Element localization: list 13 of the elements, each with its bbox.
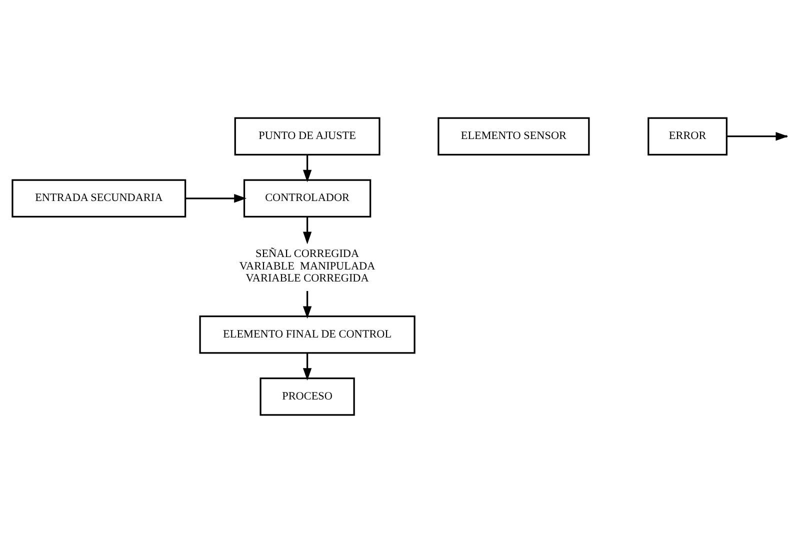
node-box: PROCESO xyxy=(260,378,355,416)
arrow xyxy=(302,353,312,381)
node-box: ERROR xyxy=(648,117,728,156)
arrow xyxy=(186,194,247,203)
node-box: CONTROLADOR xyxy=(243,179,372,218)
node-box: ELEMENTO SENSOR xyxy=(438,117,590,156)
node-box: PUNTO DE AJUSTE xyxy=(234,117,380,156)
node-text: SEÑAL CORREGIDA VARIABLE MANIPULADA VARIABLE CORREGIDA xyxy=(239,248,376,285)
node-box: ELEMENTO FINAL DE CONTROL xyxy=(199,316,416,354)
arrow xyxy=(302,154,312,182)
arrow xyxy=(302,291,312,319)
node-box: ENTRADA SECUNDARIA xyxy=(12,179,186,218)
arrow xyxy=(302,216,312,244)
